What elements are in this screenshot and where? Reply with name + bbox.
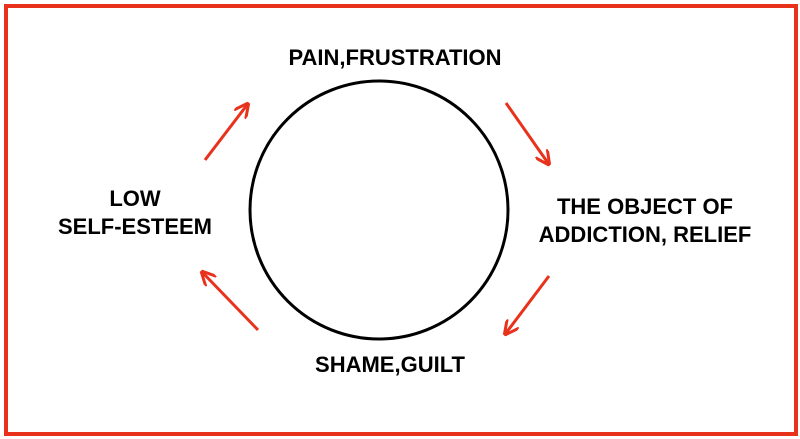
- label-shame-guilt: SHAME,GUILT: [240, 351, 540, 379]
- label-low-self-esteem: LOW SELF-ESTEEM: [30, 185, 240, 241]
- label-right-line2: ADDICTION, RELIEF: [538, 222, 752, 247]
- label-object-of-addiction: THE OBJECT OF ADDICTION, RELIEF: [500, 193, 790, 249]
- cycle-circle: [248, 79, 510, 341]
- diagram-frame: [4, 4, 798, 436]
- arrow-bottom-left: [203, 273, 260, 332]
- label-left-line2: SELF-ESTEEM: [57, 214, 212, 239]
- label-right-line1: THE OBJECT OF: [556, 194, 733, 219]
- arrow-bottom-right: [506, 275, 551, 333]
- label-left-line1: LOW: [109, 186, 161, 211]
- arrow-top-left: [203, 105, 247, 161]
- label-bottom-text: SHAME,GUILT: [315, 352, 465, 377]
- arrow-top-right: [504, 102, 548, 163]
- label-pain-frustration: PAIN,FRUSTRATION: [240, 44, 550, 72]
- label-top-text: PAIN,FRUSTRATION: [288, 45, 502, 70]
